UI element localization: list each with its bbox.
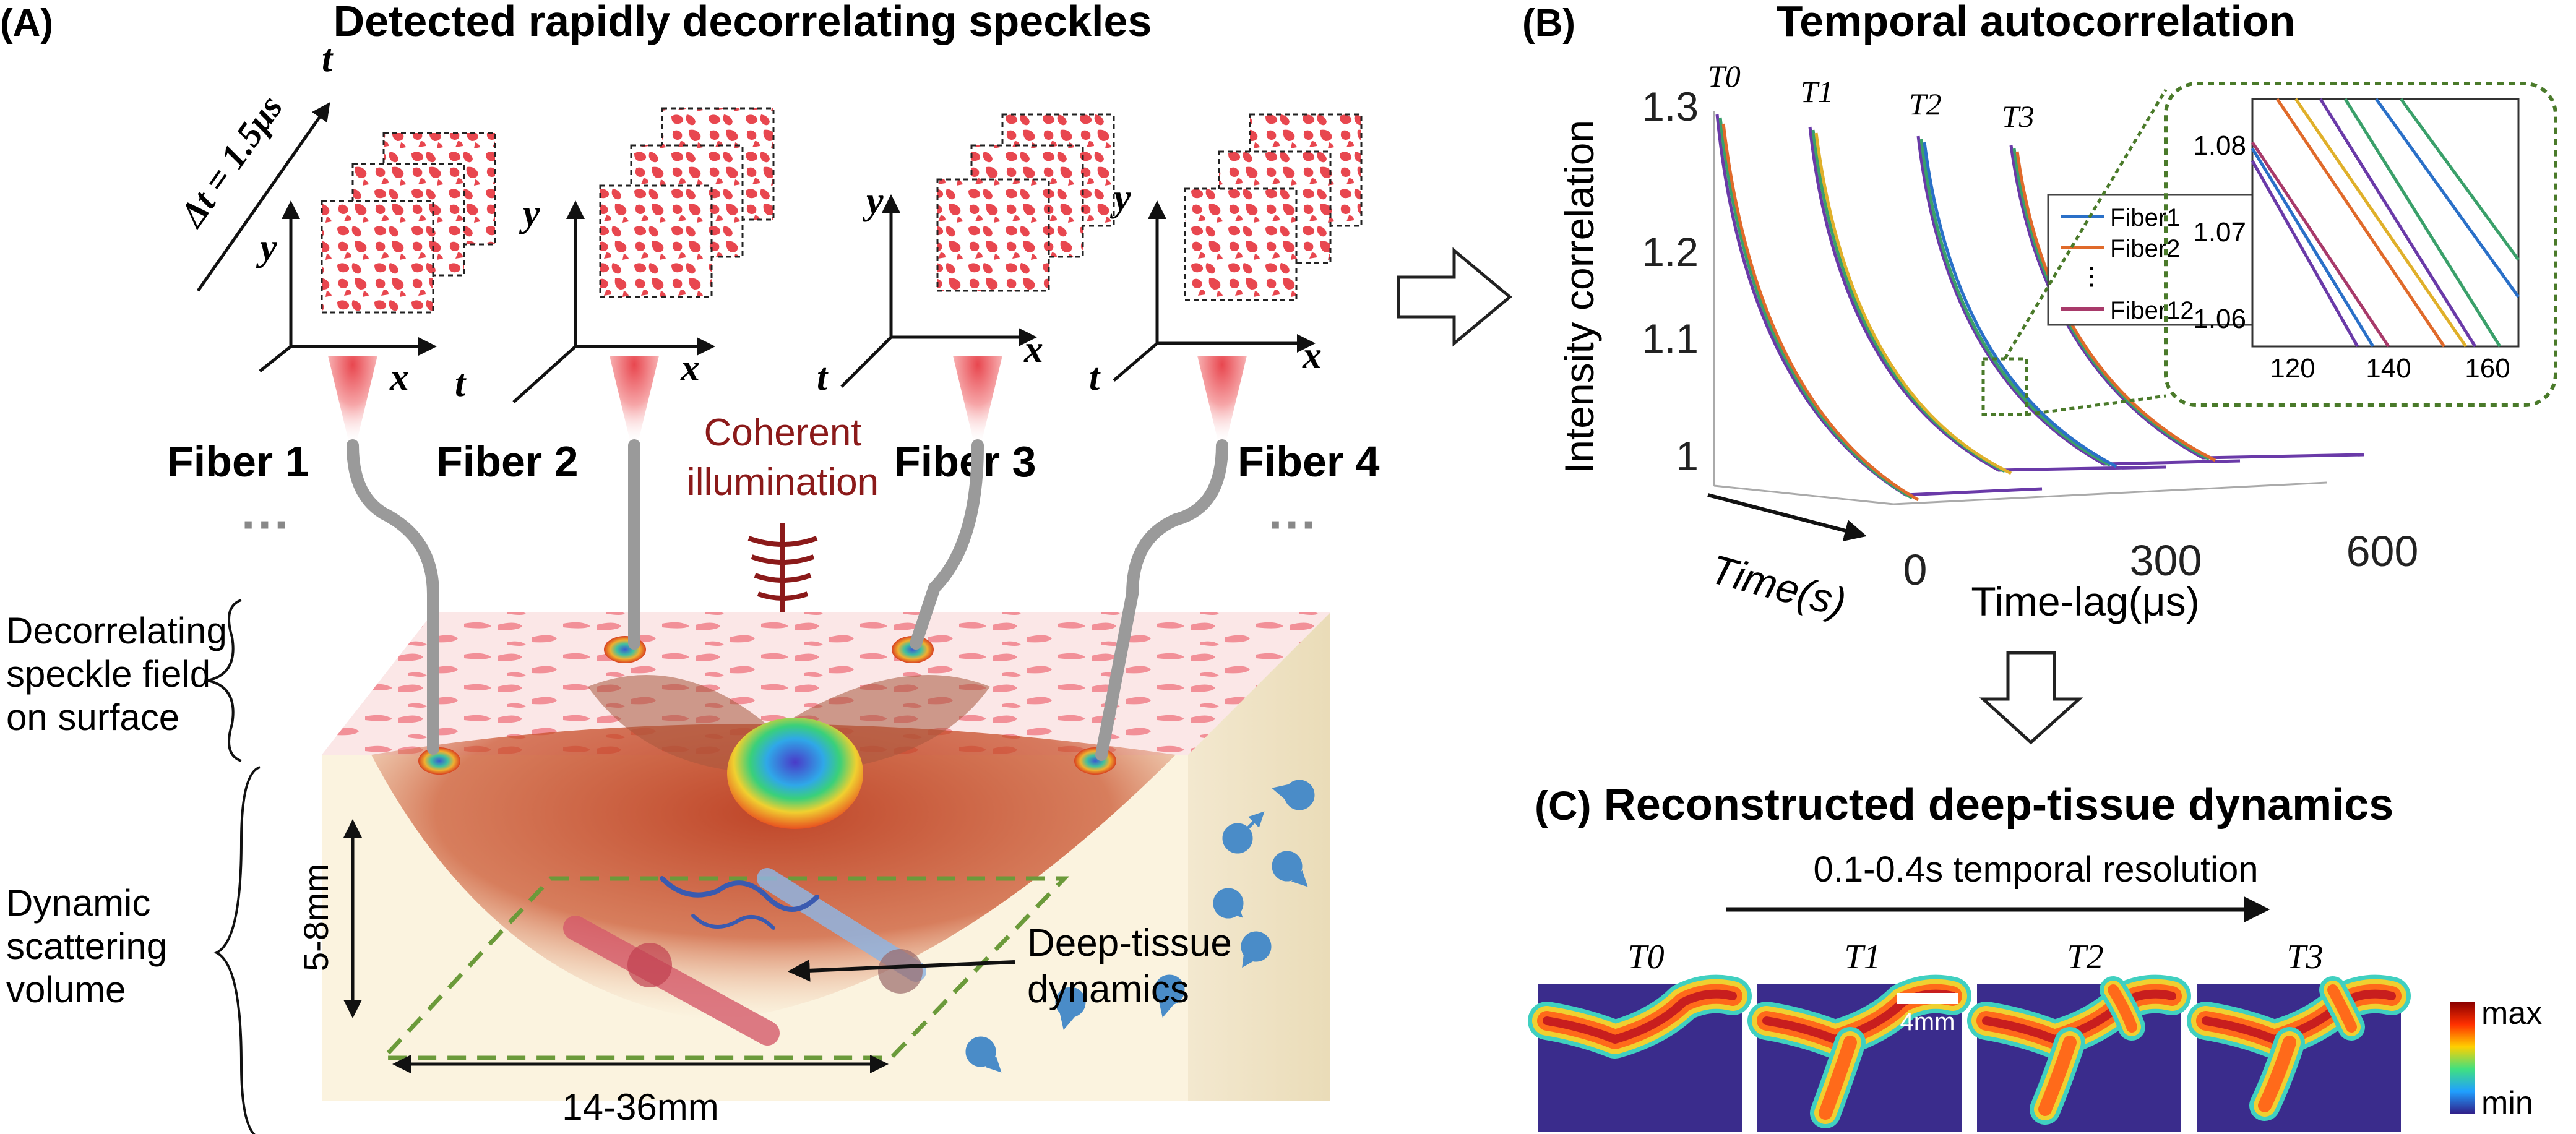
reconstruction-frame bbox=[2187, 974, 2411, 1132]
dynamics-label-2: dynamics bbox=[1027, 968, 1189, 1011]
axis-t-4: t bbox=[1089, 356, 1101, 398]
speckle-stack-4 bbox=[1113, 113, 1363, 382]
fiber-3-label: Fiber 3 bbox=[894, 437, 1036, 486]
inset-ytick-1.08: 1.08 bbox=[2193, 131, 2246, 161]
legend-fiber1: Fiber1 bbox=[2110, 204, 2180, 231]
axis-t-1: t bbox=[322, 38, 334, 80]
svg-text:Dynamic: Dynamic bbox=[6, 882, 150, 924]
tissue-volume bbox=[322, 612, 1330, 1101]
axis-y-3: y bbox=[862, 180, 884, 222]
svg-text:Decorrelating: Decorrelating bbox=[6, 610, 227, 651]
inset-xtick-120: 120 bbox=[2270, 353, 2315, 384]
xtick-0: 0 bbox=[1903, 546, 1928, 594]
speckle-stack-1 bbox=[259, 132, 496, 372]
svg-text:volume: volume bbox=[6, 969, 126, 1010]
detector-cone-1 bbox=[328, 356, 377, 445]
scale-bar bbox=[1897, 993, 1958, 1004]
dt-arrow bbox=[196, 102, 330, 292]
inset-xtick-140: 140 bbox=[2366, 353, 2411, 384]
reconstruction-frames bbox=[1528, 974, 2411, 1132]
x-axis-label: Time-lag(μs) bbox=[1971, 578, 2199, 624]
time-label-t3: T3 bbox=[2002, 99, 2035, 134]
panel-b-title: Temporal autocorrelation bbox=[1777, 0, 2296, 45]
axis-t-3: t bbox=[817, 356, 829, 398]
panel-a-label: (A) bbox=[0, 2, 53, 45]
imaging-plane bbox=[378, 876, 1070, 1060]
legend-dots: ⋮ bbox=[2079, 263, 2104, 290]
scale-bar-label: 4mm bbox=[1900, 1008, 1955, 1036]
detector-cone-3 bbox=[953, 356, 1002, 445]
inset-ytick-1.07: 1.07 bbox=[2193, 217, 2246, 247]
volume-brace bbox=[213, 766, 261, 1134]
axis-t-2: t bbox=[455, 363, 467, 405]
time-label-t1: T1 bbox=[1801, 74, 1833, 109]
surface-brace bbox=[207, 599, 242, 762]
dt-label: Δt = 1.5μs bbox=[171, 88, 290, 234]
ellipsis-right: ··· bbox=[1269, 497, 1318, 552]
ellipsis-left: ··· bbox=[241, 497, 291, 552]
reconstruction-frame bbox=[1967, 974, 2191, 1132]
depth-label: 5-8mm bbox=[296, 864, 335, 971]
reconstruction-frame bbox=[1747, 974, 1971, 1132]
fiber-2-label: Fiber 2 bbox=[436, 437, 579, 486]
fiber-1-label: Fiber 1 bbox=[167, 437, 309, 486]
axis-y-2: y bbox=[519, 192, 540, 234]
speckle-stack-3 bbox=[840, 113, 1115, 388]
panel-b-label: (B) bbox=[1522, 2, 1575, 45]
axis-x-4: x bbox=[1302, 335, 1322, 377]
xtick-300: 300 bbox=[2130, 536, 2202, 585]
axis-x-2: x bbox=[680, 347, 700, 389]
frame-label-t2: T2 bbox=[2067, 938, 2103, 976]
volume-label: Dynamic scattering volume bbox=[6, 882, 167, 1010]
axis-x-1: x bbox=[389, 356, 409, 398]
detector-cone-2 bbox=[610, 356, 659, 445]
resolution-label: 0.1-0.4s temporal resolution bbox=[1814, 849, 2259, 890]
time-label-t2: T2 bbox=[1909, 87, 1942, 121]
surface-label: Decorrelating speckle field on surface bbox=[6, 610, 227, 738]
panel-c-label: (C) bbox=[1535, 783, 1592, 828]
colorbar-min: min bbox=[2481, 1085, 2533, 1121]
time-label-t0: T0 bbox=[1708, 59, 1741, 93]
frame-label-t1: T1 bbox=[1844, 938, 1880, 976]
ytick-1.2: 1.2 bbox=[1642, 229, 1699, 275]
inset-plot bbox=[2251, 98, 2520, 348]
ytick-1.1: 1.1 bbox=[1642, 316, 1699, 361]
colorbar-max: max bbox=[2481, 995, 2542, 1031]
dynamics-label-1: Deep-tissue bbox=[1027, 922, 1232, 964]
time-axis-label: Time(s) bbox=[1705, 546, 1851, 625]
y-axis-label: Intensity correlation bbox=[1556, 120, 1602, 474]
panel-c-title: Reconstructed deep-tissue dynamics bbox=[1604, 780, 2393, 830]
svg-text:speckle field: speckle field bbox=[6, 653, 210, 695]
frame-label-t3: T3 bbox=[2286, 938, 2323, 976]
xtick-600: 600 bbox=[2346, 527, 2419, 575]
flow-arrow-b-to-c bbox=[1979, 651, 2083, 745]
svg-text:scattering: scattering bbox=[6, 926, 167, 967]
flow-arrow-a-to-b bbox=[1397, 247, 1512, 347]
inset-frame bbox=[2164, 82, 2557, 407]
ytick-1.3: 1.3 bbox=[1642, 84, 1699, 129]
legend-fiber12: Fiber12 bbox=[2110, 297, 2194, 324]
inset-ytick-1.06: 1.06 bbox=[2193, 304, 2246, 334]
reconstruction-frame bbox=[1528, 974, 1752, 1132]
dynamics-arrow bbox=[787, 959, 1015, 982]
legend-fiber2: Fiber2 bbox=[2110, 235, 2180, 262]
illumination-line2: illumination bbox=[687, 461, 879, 504]
colorbar bbox=[2450, 1002, 2475, 1114]
frame-label-t0: T0 bbox=[1627, 938, 1664, 976]
scattering-particles bbox=[965, 780, 1315, 1073]
axis-y-1: y bbox=[256, 226, 277, 268]
axis-x-3: x bbox=[1023, 329, 1043, 371]
ytick-1: 1 bbox=[1676, 433, 1699, 479]
svg-text:on surface: on surface bbox=[6, 697, 179, 738]
fiber-4-label: Fiber 4 bbox=[1238, 437, 1380, 486]
width-label: 14-36mm bbox=[562, 1086, 718, 1128]
inset-xtick-160: 160 bbox=[2465, 353, 2510, 384]
panel-a-title: Detected rapidly decorrelating speckles bbox=[334, 0, 1152, 45]
illumination-line1: Coherent bbox=[704, 411, 861, 454]
autocorr-plot: 1.3 1.2 1.1 1 Intensity correlation 0 30… bbox=[1556, 59, 2557, 625]
detector-cone-4 bbox=[1197, 356, 1247, 445]
speckle-stack-2 bbox=[512, 107, 775, 403]
fiber-cables bbox=[347, 439, 1228, 761]
